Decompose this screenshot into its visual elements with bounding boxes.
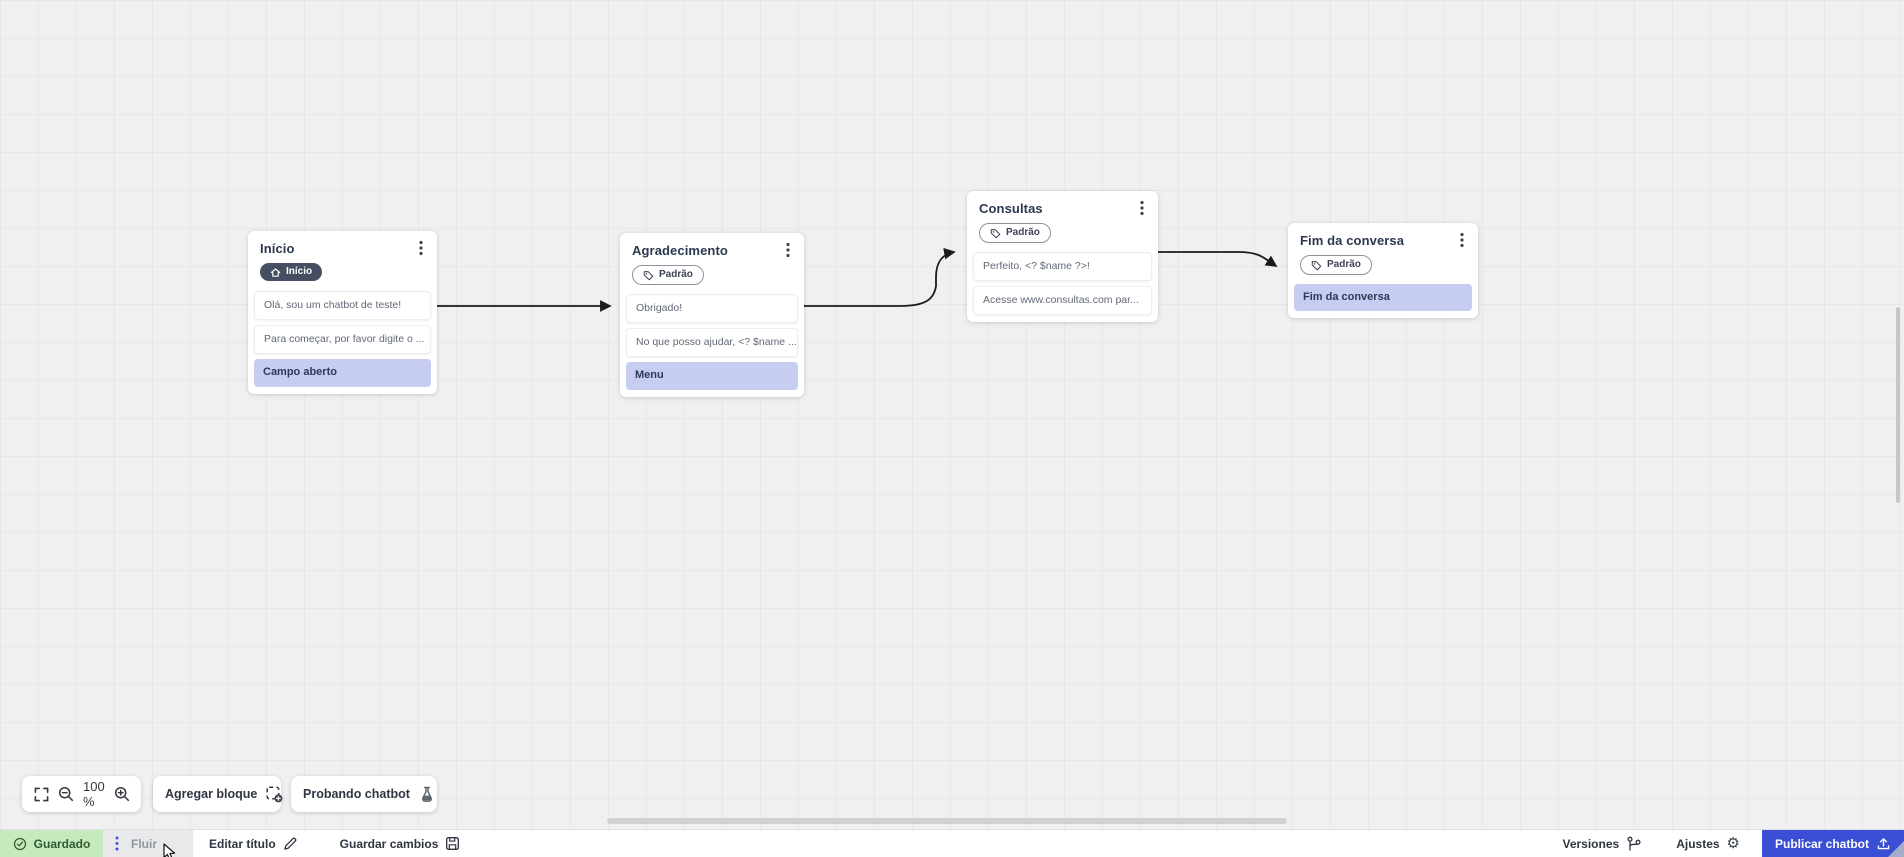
publish-chatbot-button[interactable]: Publicar chatbot: [1762, 830, 1904, 857]
test-chatbot-button[interactable]: Probando chatbot: [291, 776, 437, 812]
edit-title-button[interactable]: Editar título: [209, 830, 298, 857]
badge-label: Padrão: [1327, 259, 1361, 270]
zoom-out-icon[interactable]: [58, 786, 74, 802]
node-menu-icon[interactable]: [781, 242, 795, 258]
badge-label: Início: [286, 266, 313, 277]
node-menu-icon[interactable]: [414, 240, 428, 256]
tab-flow[interactable]: Fluir: [103, 830, 193, 857]
node-title: Início: [260, 240, 295, 256]
versions-button[interactable]: Versiones: [1562, 830, 1642, 857]
horizontal-scrollbar[interactable]: [607, 818, 1287, 824]
add-block-button[interactable]: Agregar bloque: [153, 776, 283, 812]
node-inicio[interactable]: Início Início Olá, sou um chatbot de tes…: [248, 231, 437, 394]
add-block-icon: [266, 785, 283, 803]
message-row[interactable]: Acesse www.consultas.com par...: [973, 285, 1152, 315]
fullscreen-icon[interactable]: [34, 787, 49, 802]
action-row[interactable]: Menu: [626, 361, 798, 390]
wire-agradecimento-consultas: [804, 247, 956, 307]
zoom-toolbar: 100 %: [22, 776, 141, 812]
node-title: Fim da conversa: [1300, 232, 1405, 248]
action-row[interactable]: Campo aberto: [254, 358, 431, 387]
flask-icon: [419, 786, 435, 803]
node-badge-padrao: Padrão: [1300, 255, 1372, 275]
flow-tab-label: Fluir: [131, 836, 157, 851]
tag-icon: [990, 228, 1001, 238]
node-agradecimento[interactable]: Agradecimento Padrão Obrigado! No que po…: [620, 233, 804, 397]
node-consultas[interactable]: Consultas Padrão Perfeito, <? $name ?>! …: [967, 191, 1158, 322]
test-chatbot-label: Probando chatbot: [303, 787, 410, 801]
node-title: Agradecimento: [632, 242, 728, 258]
tag-icon: [643, 270, 654, 280]
node-badge-padrao: Padrão: [632, 265, 704, 285]
pencil-icon: [283, 837, 296, 850]
versions-branch-icon: [1627, 836, 1641, 851]
node-fim-da-conversa[interactable]: Fim da conversa Padrão Fim da conversa: [1288, 223, 1478, 319]
drag-handle-icon[interactable]: [115, 836, 119, 851]
zoom-level: 100 %: [83, 779, 105, 809]
check-circle-icon: [13, 837, 26, 850]
status-bar: Guardado Fluir Editar título Guardar cam…: [0, 829, 1904, 857]
vertical-scrollbar[interactable]: [1896, 307, 1900, 503]
add-block-label: Agregar bloque: [165, 787, 258, 801]
node-badge-padrao: Padrão: [979, 223, 1051, 243]
message-row[interactable]: Perfeito, <? $name ?>!: [973, 251, 1152, 281]
wire-consultas-fim: [1158, 251, 1278, 267]
edit-title-label: Editar título: [209, 836, 276, 851]
message-row[interactable]: Para começar, por favor digite o ...: [254, 324, 431, 354]
badge-label: Padrão: [1006, 227, 1040, 238]
saved-status-badge: Guardado: [0, 830, 103, 857]
status-bar-spacer: [460, 830, 1562, 857]
publish-label: Publicar chatbot: [1774, 836, 1869, 851]
message-row[interactable]: Obrigado!: [626, 293, 798, 323]
settings-button[interactable]: Ajustes ⚙: [1676, 830, 1740, 857]
save-changes-label: Guardar cambios: [339, 836, 439, 851]
settings-label: Ajustes: [1676, 836, 1720, 851]
gear-icon: ⚙: [1726, 834, 1740, 852]
node-menu-icon[interactable]: [1455, 232, 1469, 248]
message-row[interactable]: Olá, sou um chatbot de teste!: [254, 290, 431, 320]
saved-label: Guardado: [33, 836, 91, 851]
node-title: Consultas: [979, 200, 1043, 216]
action-row[interactable]: Fim da conversa: [1294, 283, 1472, 312]
save-changes-button[interactable]: Guardar cambios: [340, 830, 461, 857]
tag-icon: [1311, 260, 1322, 270]
home-icon: [270, 267, 281, 277]
versions-label: Versiones: [1562, 836, 1620, 851]
save-icon: [446, 837, 460, 850]
node-badge-inicio: Início: [260, 263, 323, 281]
node-menu-icon[interactable]: [1135, 200, 1149, 216]
message-row[interactable]: No que posso ajudar, <? $name ...: [626, 327, 798, 357]
zoom-in-icon[interactable]: [114, 786, 130, 802]
window-resize-grip: [1888, 841, 1904, 857]
badge-label: Padrão: [659, 269, 693, 280]
